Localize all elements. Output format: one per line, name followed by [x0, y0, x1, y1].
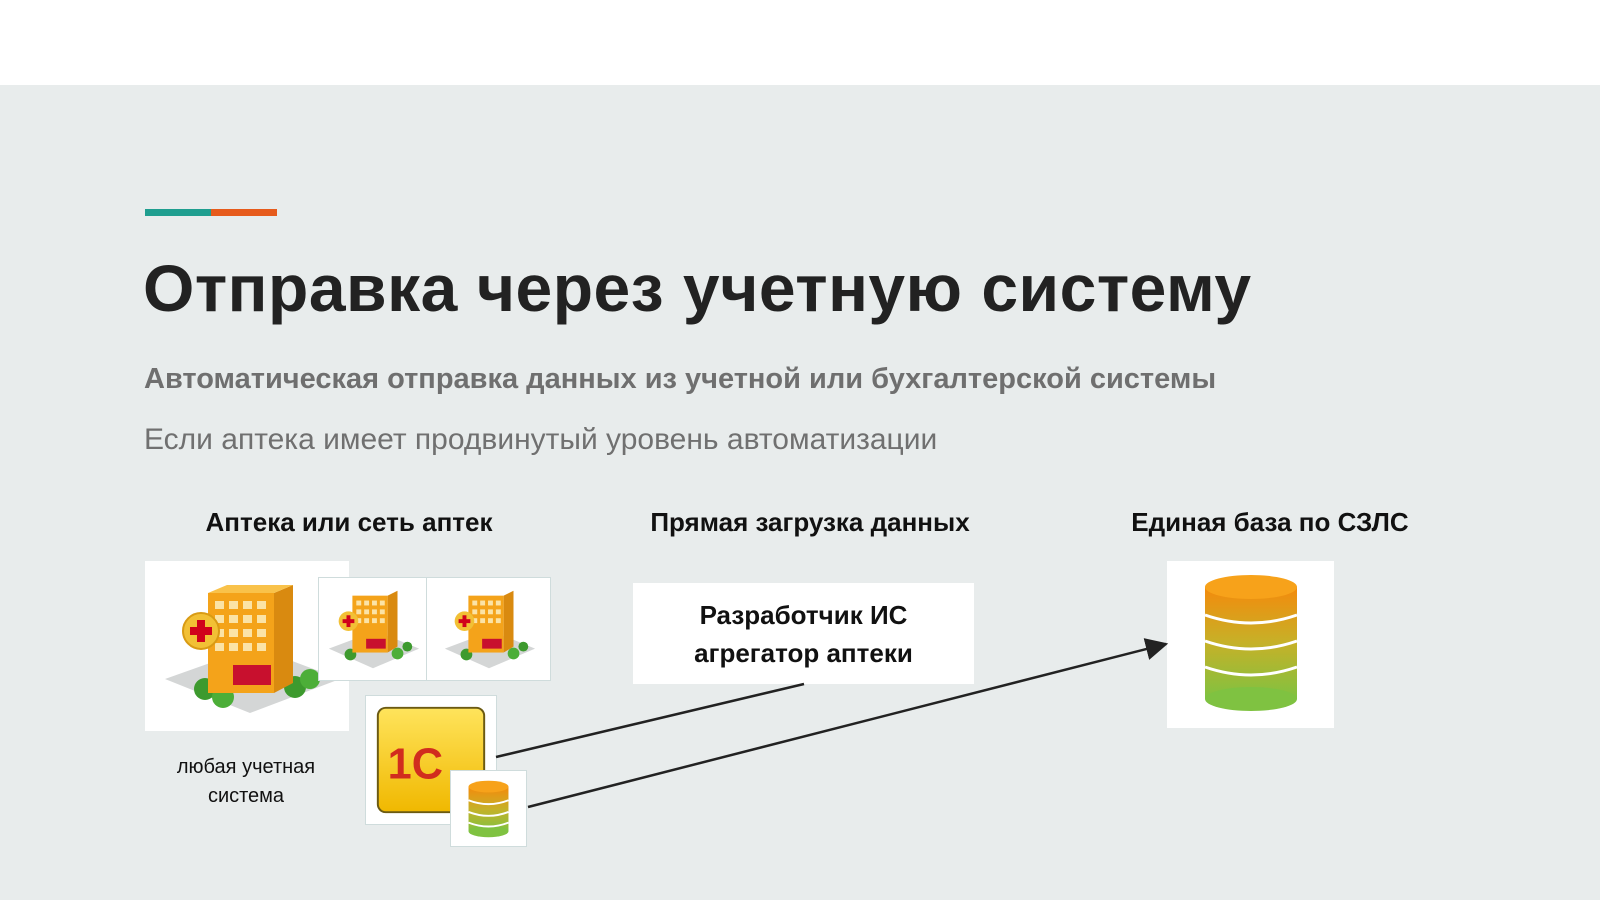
column-heading-database: Единая база по СЗЛС: [1131, 507, 1409, 537]
accounting-system-caption: любая учетная система: [155, 753, 337, 811]
1c-logo-text: 1С: [388, 741, 443, 789]
pharmacy-building-icon: [444, 590, 536, 669]
1c-logo-tile: 1С: [365, 695, 497, 825]
pharmacy-tile-small-2: [426, 577, 551, 681]
pharmacy-building-icon: [165, 585, 340, 713]
slide-title: Отправка через учетную систему: [143, 251, 1252, 325]
database-icon: [1204, 575, 1298, 711]
developer-box-line-2: агрегатор аптеки: [694, 637, 913, 668]
small-database-tile: [450, 770, 527, 847]
slide-description: Если аптека имеет продвинутый уровень ав…: [144, 423, 938, 456]
developer-box-line-1: Разработчик ИС: [699, 599, 908, 630]
column-heading-direct-upload: Прямая загрузка данных: [650, 507, 970, 537]
accent-bar-orange: [211, 209, 277, 216]
pharmacy-tile-main: [145, 561, 349, 731]
caption-line-2: система: [207, 785, 285, 807]
accent-bar-teal: [145, 209, 211, 216]
slide-subtitle: Автоматическая отправка данных из учетно…: [144, 363, 1217, 395]
caption-line-1: любая учетная: [176, 756, 316, 778]
top-band: [0, 0, 1600, 85]
central-database-tile: [1167, 561, 1334, 728]
column-heading-pharmacy: Аптека или сеть аптек: [205, 507, 493, 537]
database-icon: [468, 780, 509, 838]
developer-aggregator-box: Разработчик ИС агрегатор аптеки: [633, 583, 974, 684]
pharmacy-building-icon: [328, 590, 420, 669]
pharmacy-tile-small-1: [318, 577, 427, 681]
